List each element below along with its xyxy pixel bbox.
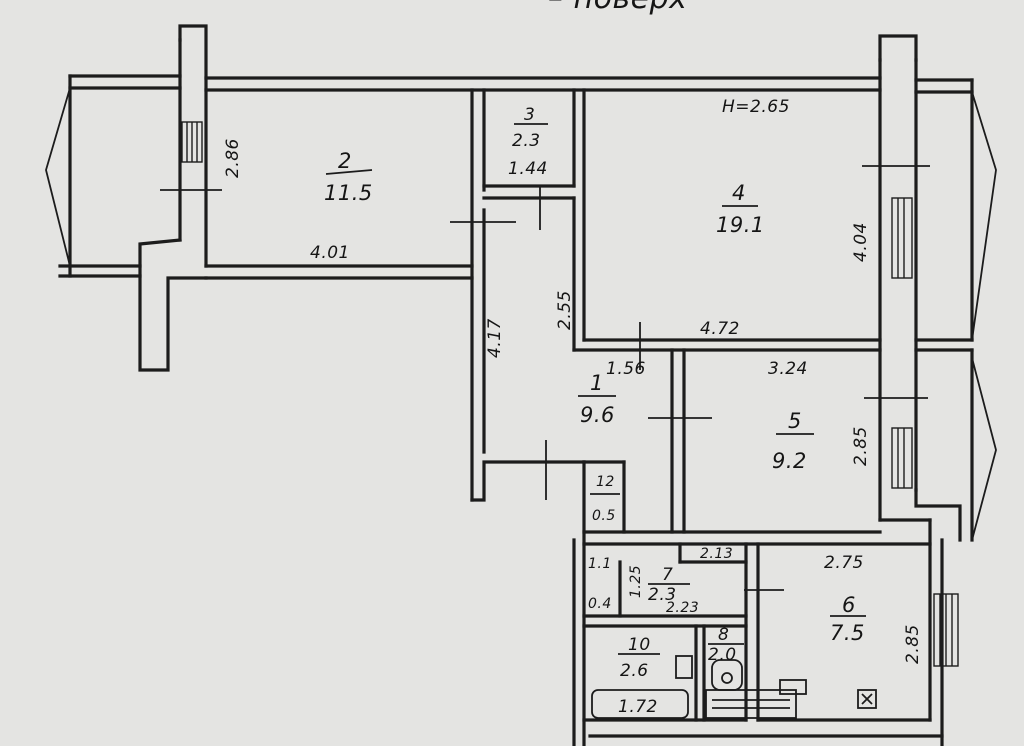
- room-area-1: 9.6: [580, 403, 615, 427]
- bathtub-icon: [591, 689, 689, 719]
- room-labels: 2 11.5 3 2.3 4 19.1 1 9.6 5 9.2 6 7.5 7 …: [324, 105, 866, 681]
- dim-2-23: 2.23: [666, 600, 699, 616]
- dim-2-13: 2.13: [700, 546, 733, 562]
- room-number-6: 6: [842, 593, 856, 617]
- fridge-icon: [779, 679, 807, 695]
- dim-1-1: 1.1: [588, 556, 612, 572]
- vent-icon: [857, 689, 877, 709]
- dim-3-24: 3.24: [768, 359, 808, 379]
- room-number-8: 8: [718, 625, 729, 645]
- dim-1-72: 1.72: [618, 697, 658, 717]
- room-area-2: 11.5: [324, 181, 373, 205]
- room-area-4: 19.1: [716, 213, 765, 237]
- room-number-5: 5: [788, 409, 802, 433]
- room-number-4: 4: [732, 181, 746, 205]
- dim-2-85-right: 2.85: [851, 426, 871, 466]
- room-number-7: 7: [662, 565, 673, 585]
- dim-4-01: 4.01: [310, 243, 350, 263]
- room-number-12: 12: [596, 474, 615, 490]
- dim-2-85-kitchen: 2.85: [903, 624, 923, 664]
- stove-icon: [705, 689, 797, 719]
- dim-4-72: 4.72: [700, 319, 740, 339]
- dim-4-17: 4.17: [485, 318, 505, 358]
- room-area-6: 7.5: [830, 621, 865, 645]
- dim-4-04: 4.04: [851, 222, 871, 262]
- dim-2-75: 2.75: [824, 553, 864, 573]
- walls: [45, 24, 997, 746]
- room-number-2: 2: [338, 149, 352, 173]
- dim-1-25: 1.25: [628, 565, 644, 598]
- openings: [160, 121, 959, 667]
- toilet-icon: [711, 659, 743, 691]
- ceiling-height: H=2.65: [722, 97, 790, 117]
- dimensions: H=2.65 2.86 4.01 1.44 4.04 4.72 2.55 4.1…: [223, 97, 923, 717]
- dim-0-4: 0.4: [588, 596, 612, 612]
- dim-1-56: 1.56: [606, 359, 646, 379]
- room-area-5: 9.2: [772, 449, 807, 473]
- dim-2-55: 2.55: [555, 290, 575, 330]
- room-number-10: 10: [628, 635, 651, 655]
- floor-title: – поверх: [548, 0, 687, 16]
- room-number-3: 3: [524, 105, 535, 125]
- sink-icon: [675, 655, 693, 679]
- fixtures: [591, 655, 877, 719]
- room-area-8: 2.0: [708, 645, 737, 665]
- room-area-12: 0.5: [592, 508, 616, 524]
- room-number-1: 1: [590, 371, 604, 395]
- room-area-3: 2.3: [512, 131, 541, 151]
- room-area-10: 2.6: [620, 661, 649, 681]
- dim-2-86: 2.86: [223, 138, 243, 178]
- room-area-7: 2.3: [648, 585, 677, 605]
- dim-1-44: 1.44: [508, 159, 548, 179]
